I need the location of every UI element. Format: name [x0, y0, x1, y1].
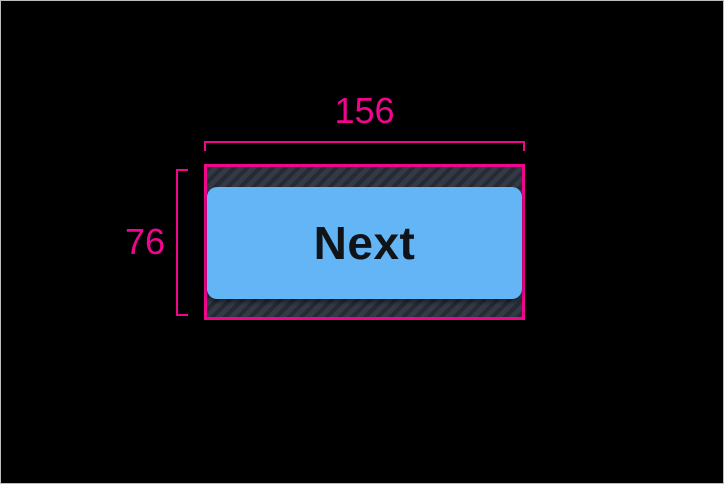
height-dimension-label: 76 [124, 221, 165, 262]
next-button[interactable]: Next [207, 187, 522, 299]
width-measure-bracket [204, 141, 525, 151]
width-dimension-label: 156 [334, 90, 395, 131]
padding-hatch-region: Next [204, 164, 525, 320]
height-measure-bracket [176, 169, 188, 316]
